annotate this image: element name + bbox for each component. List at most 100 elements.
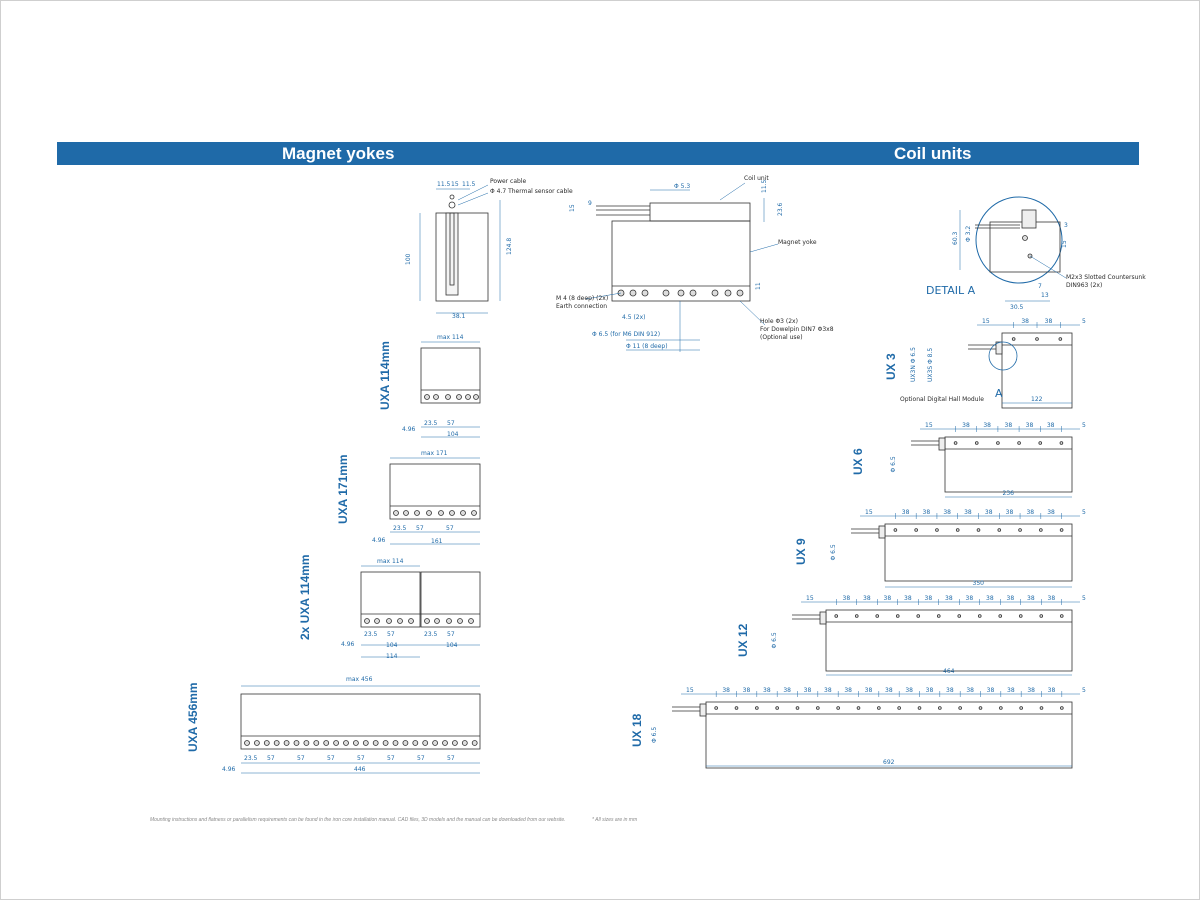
coil-hole [877,706,881,710]
uxa456-hole [432,740,439,746]
pitch-step-label: 38 [1047,509,1055,516]
coil-hole [775,706,779,710]
coil-hole [955,528,960,532]
uxa171-dim-161: 161 [431,538,443,545]
coil-hole [953,441,958,445]
coil-connector [878,525,886,539]
detail-dim-13: 13 [1041,292,1049,299]
pitch-step-label: 38 [863,595,871,602]
pitch-step-label: 38 [943,509,951,516]
coil-hole [1060,706,1064,710]
uxa456-dim-57-7: 57 [447,755,455,762]
coil-hole [893,528,898,532]
pitch-start-label: 15 [925,422,933,429]
uxa2x-max: max 114 [377,558,404,565]
uxa114-dim-235: 23.5 [424,420,438,427]
uxa456-dim-57-1: 57 [267,755,275,762]
uxa456-hole [372,740,379,746]
coil-hole [1038,441,1043,445]
uxa456-hole [362,740,369,746]
pitch-end-label: 5 [1082,422,1086,429]
pitch-step-label: 38 [1045,318,1053,325]
pitch-step-label: 38 [1027,595,1035,602]
pitch-step-label: 38 [1047,422,1055,429]
coil-hole [1011,337,1016,341]
label-uxa456: UXA 456mm [186,682,200,752]
pitch-step-label: 38 [885,687,893,694]
coil-hole [1039,706,1044,710]
coil-hole [875,614,880,618]
dim-side-4-5: 4.5 (2x) [622,314,646,321]
uxa171-dim-57b: 57 [446,525,454,532]
coil-connector [995,341,1003,355]
coil-hole [1059,614,1064,618]
uxa114-max: max 114 [437,334,464,341]
magnet-yokes-title: Magnet yokes [282,144,395,163]
uxa456-hole [333,740,340,746]
uxa456-dim-57-3: 57 [327,755,335,762]
pitch-step-label: 38 [962,422,970,429]
uxa2x-dim-496: 4.96 [341,641,355,648]
pitch-step-label: 38 [905,687,913,694]
uxa456-hole [313,740,320,746]
pitch-step-label: 38 [987,687,995,694]
uxa2x-dim-104b: 104 [446,642,458,649]
pitch-step-label: 38 [743,687,751,694]
yoke-side-holes [617,289,744,297]
coil-hole [977,614,982,618]
callout-power-cable: Power cable [490,178,526,185]
cable-phi-label: Φ 6.5 [830,544,837,560]
width-dim-label: 692 [883,759,895,766]
uxa2x-dim-57b: 57 [447,631,455,638]
label-uxa114: UXA 114mm [378,341,392,410]
detail-callout-din963: DIN963 (2x) [1066,282,1102,289]
coil-hole [1019,706,1023,710]
uxa114-dim-57: 57 [447,420,455,427]
pitch-step-label: 38 [925,595,933,602]
pitch-end-label: 5 [1082,318,1086,325]
label-ux3: UX 3 [884,353,898,380]
coil-hole [974,441,979,445]
pitch-step-label: 38 [1021,318,1029,325]
uxa456-hole [263,740,270,746]
uxa456-dim-57-6: 57 [417,755,425,762]
yoke-2x-uxa114 [360,565,481,658]
width-dim-label: 236 [1003,490,1015,497]
uxa456-hole [352,740,359,746]
pitch-step-label: 38 [1006,509,1014,516]
label-ux6: UX 6 [851,448,865,475]
callout-magnet-yoke: Magnet yoke [778,239,817,246]
footer-units-note: * All sizes are in mm [592,817,638,823]
pitch-step-label: 38 [865,687,873,694]
dim-yoke-124-8: 124.8 [506,238,513,255]
yoke-side-view [585,182,779,352]
uxa456-hole [451,740,458,746]
ux3-phi-ux3s: UX3S Φ 8.5 [927,348,934,382]
pitch-step-label: 38 [966,595,974,602]
pitch-step-label: 38 [966,687,974,694]
uxa456-hole [402,740,409,746]
uxa456-hole [293,740,300,746]
pitch-start-label: 15 [865,509,873,516]
width-dim-label: 122 [1031,396,1043,403]
detail-dim-phi32: Φ 3.2 [965,226,972,242]
footer-note: Mounting instructions and flatness or pa… [150,817,566,823]
ux3-detail-marker: A [995,387,1003,400]
uxa171-dim-235: 23.5 [393,525,407,532]
pitch-step-label: 38 [783,687,791,694]
coil-hole [1059,528,1064,532]
callout-earth: Earth connection [556,303,607,310]
uxa456-dim-496: 4.96 [222,766,236,773]
coil-body [884,523,1073,582]
label-ux9: UX 9 [794,538,808,565]
section-banner: Magnet yokes Coil units [57,142,1139,165]
yoke-uxa114 [420,341,481,438]
uxa2x-dim-235a: 23.5 [364,631,378,638]
coil-hole [978,706,983,710]
uxa456-hole [244,740,250,746]
pitch-step-label: 38 [763,687,771,694]
